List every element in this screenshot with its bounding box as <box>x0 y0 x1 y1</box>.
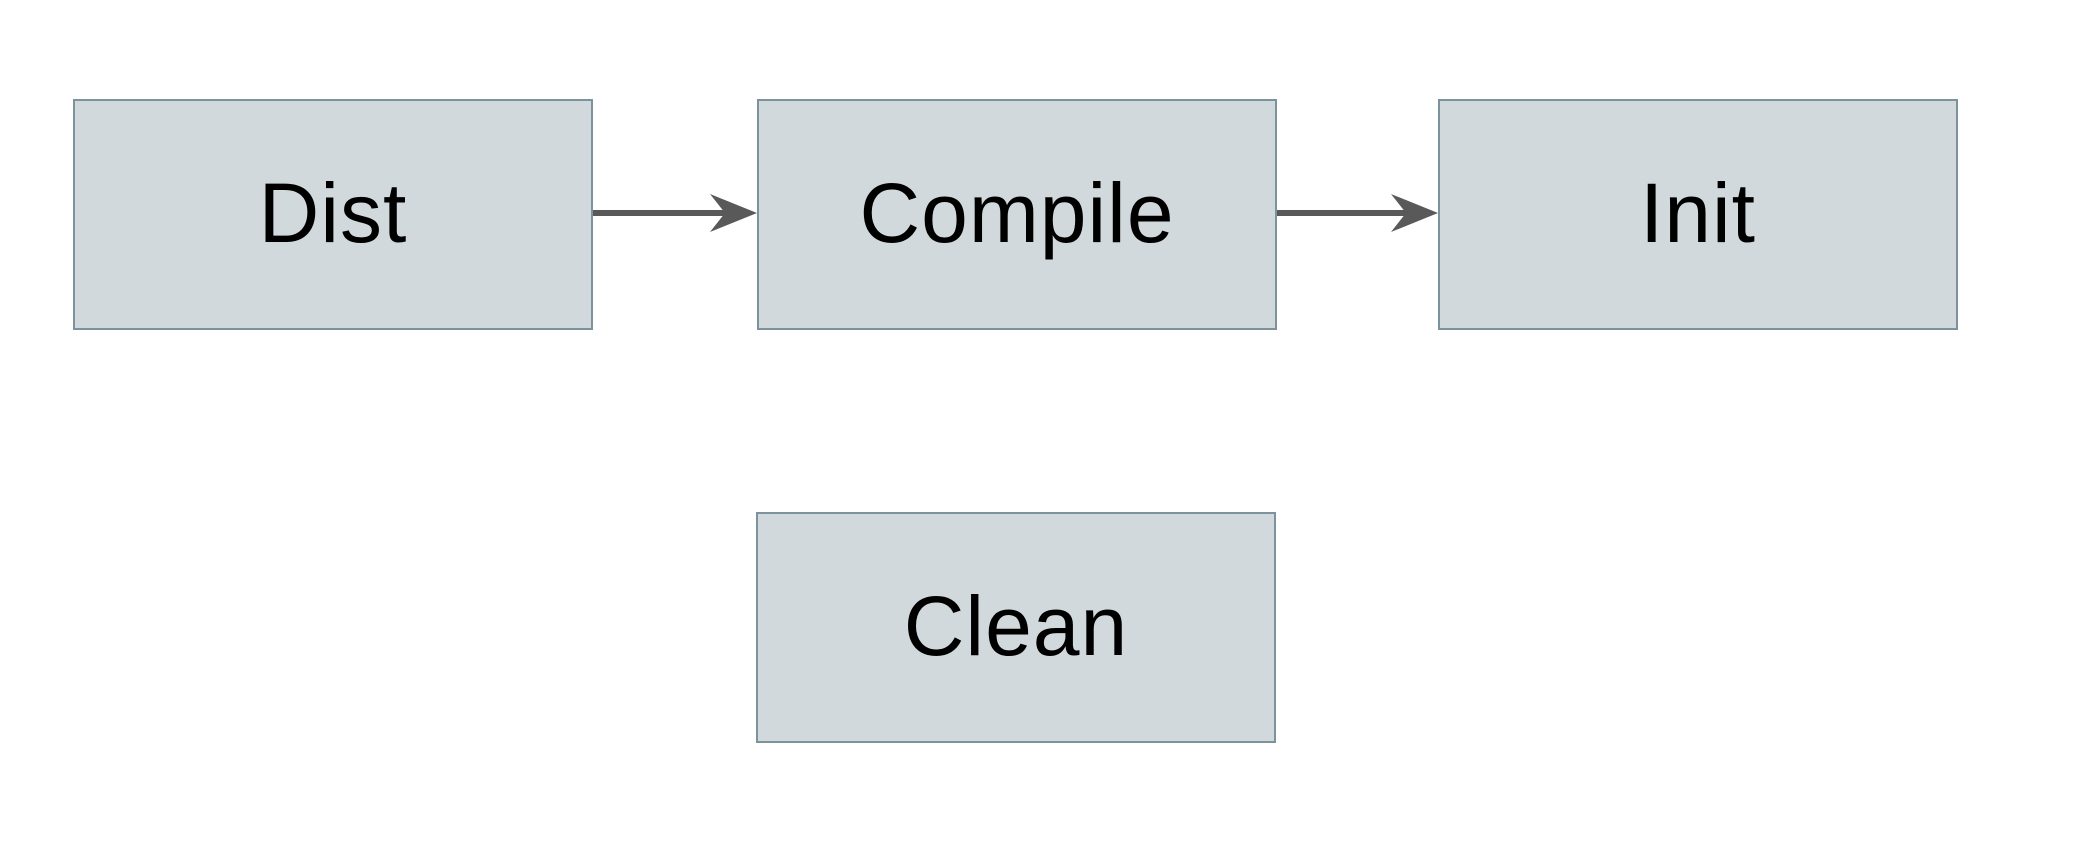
node-clean: Clean <box>756 512 1276 743</box>
node-init-label: Init <box>1639 165 1757 260</box>
node-dist: Dist <box>73 99 593 330</box>
node-init: Init <box>1438 99 1958 330</box>
arrow-compile-to-init <box>1277 194 1438 232</box>
node-dist-label: Dist <box>258 165 408 260</box>
arrow-dist-to-compile <box>593 194 757 232</box>
node-clean-label: Clean <box>903 578 1129 673</box>
node-compile-label: Compile <box>859 165 1175 260</box>
node-compile: Compile <box>757 99 1277 330</box>
